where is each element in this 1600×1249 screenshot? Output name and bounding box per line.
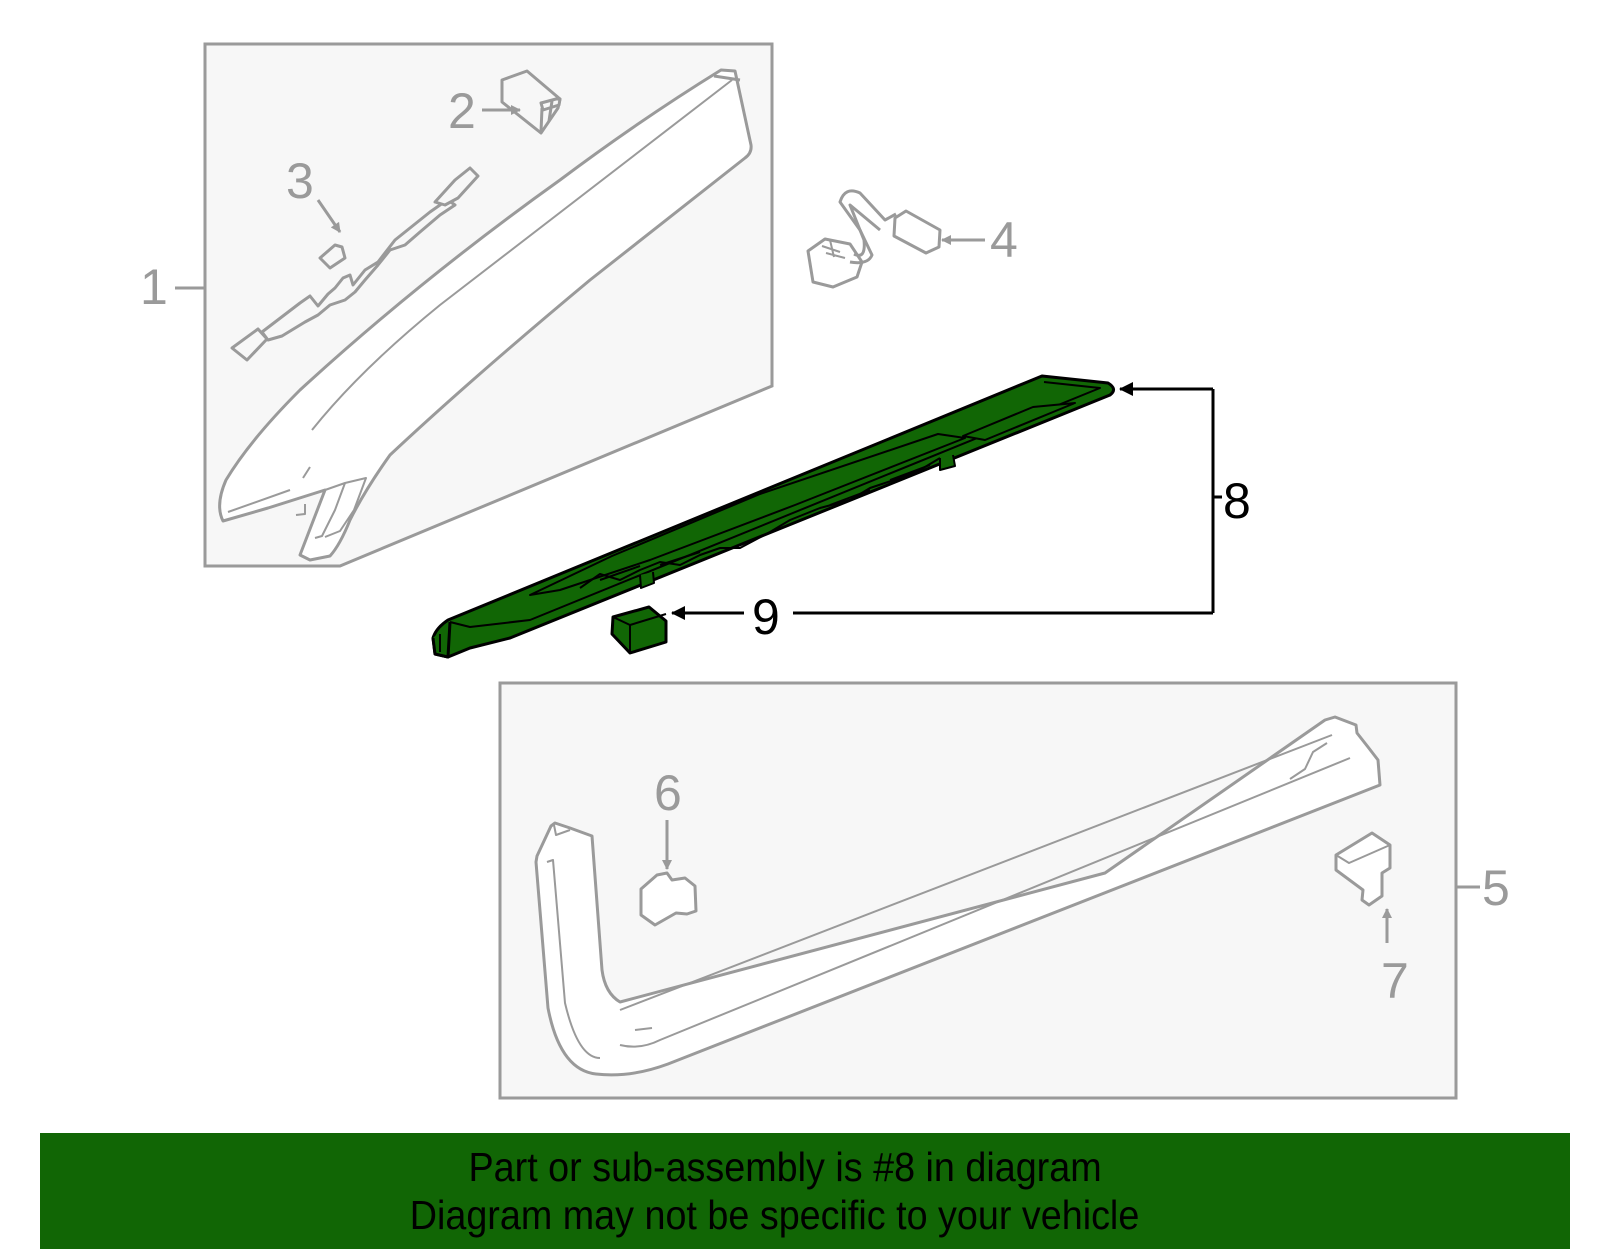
callout-8-leader <box>671 382 1222 620</box>
callout-label-5: 5 <box>1482 860 1510 916</box>
banner-line-disclaimer: Diagram may not be specific to your vehi… <box>410 1192 1140 1238</box>
retainer-clip-part-6[interactable] <box>639 871 698 927</box>
callout-label-6: 6 <box>654 765 682 821</box>
banner-line-part-number: Part or sub-assembly is #8 in diagram <box>468 1144 1102 1190</box>
callout-label-8: 8 <box>1223 473 1251 529</box>
callout-label-4: 4 <box>990 212 1018 268</box>
upper-sill-trim-part[interactable] <box>218 68 753 562</box>
clip-part-2[interactable] <box>500 69 562 135</box>
rocker-molding-part[interactable] <box>534 715 1382 1077</box>
callout-label-2: 2 <box>448 83 476 139</box>
connector-part-4[interactable] <box>806 189 942 289</box>
sill-plate-clip-part-9[interactable] <box>610 605 668 655</box>
part-info-banner: Part or sub-assembly is #8 in diagram Di… <box>40 1133 1570 1249</box>
callout-label-3: 3 <box>286 153 314 209</box>
upper-assembly-box: 1 2 3 <box>140 42 774 568</box>
harness-part-3[interactable] <box>230 166 480 362</box>
callout-label-9: 9 <box>752 589 780 645</box>
callout-label-1: 1 <box>140 259 168 315</box>
lower-assembly-box: 6 7 5 <box>498 681 1510 1100</box>
end-clip-part-7[interactable] <box>1334 831 1392 907</box>
sill-plate-part-8[interactable] <box>431 374 1115 659</box>
callout-label-7: 7 <box>1381 953 1409 1009</box>
